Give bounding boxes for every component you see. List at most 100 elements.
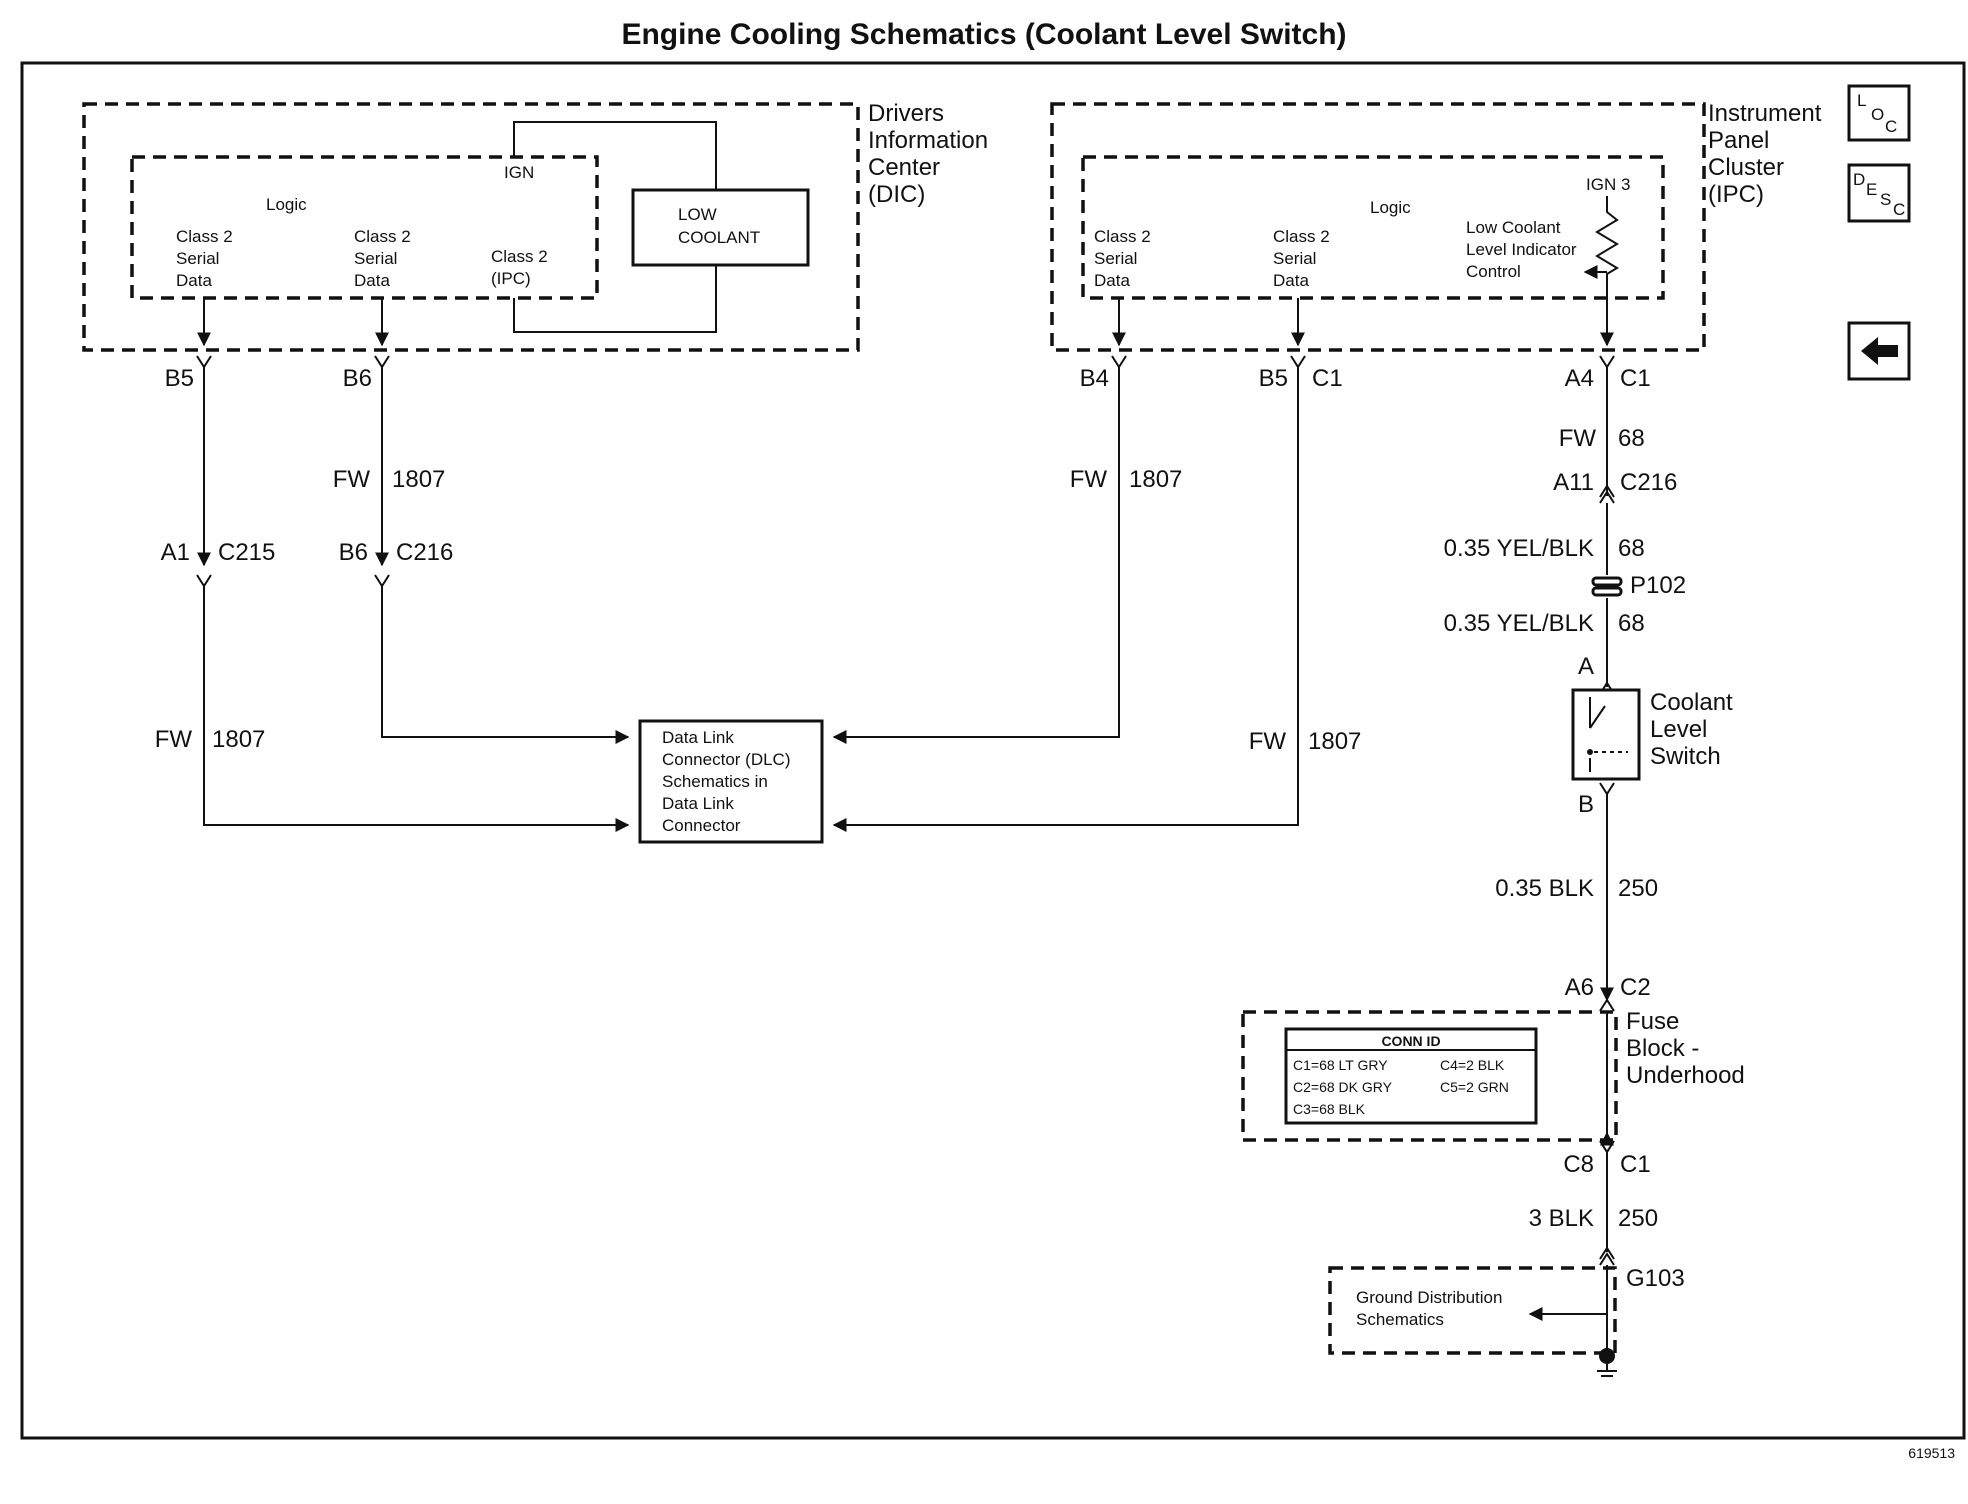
- ipc-b4-wire: B4 FW 1807: [832, 298, 1182, 744]
- fuse-ground-wire: C8 C1 3 BLK 250: [1529, 1131, 1658, 1266]
- p102-splice: [1591, 576, 1623, 587]
- resistor-symbol: [1595, 196, 1619, 298]
- ground-label-line-1: Ground Distribution: [1356, 1288, 1502, 1307]
- ipc-outer-box: [1050, 102, 1706, 352]
- low-coolant-line-1: LOW: [678, 205, 717, 224]
- dic-col3-line-1: Class 2: [491, 247, 548, 266]
- dic-col3-line-2: (IPC): [491, 269, 531, 288]
- ipc-col1-line-1: Class 2: [1094, 227, 1151, 246]
- ipc-name-line-1: Instrument: [1708, 100, 1822, 127]
- dic-name-line-2: Information: [868, 127, 988, 154]
- dic-b6-wire-color: FW: [333, 466, 371, 493]
- c215-name: C215: [218, 539, 275, 566]
- dic-lower-wire-color: FW: [155, 726, 193, 753]
- conn-id-row2-col2: C5=2 GRN: [1440, 1079, 1509, 1095]
- ipc-col2-line-2: Serial: [1273, 249, 1316, 268]
- dic-outer-box: [82, 102, 860, 352]
- ipc-col2-line-3: Data: [1273, 271, 1309, 290]
- dic-logic-label: Logic: [266, 195, 307, 214]
- dlc-line-2: Connector (DLC): [662, 750, 791, 769]
- ipc-name-line-2: Panel: [1708, 127, 1769, 154]
- desc-letter-s: S: [1880, 190, 1891, 209]
- p102-upper-wire-color: 0.35 YEL/BLK: [1444, 535, 1594, 562]
- ipc-indicator-line-2: Level Indicator: [1466, 240, 1577, 259]
- dic-ign-label: IGN: [504, 163, 534, 182]
- switch-name-line-1: Coolant: [1650, 689, 1733, 716]
- dic-name-line-3: Center: [868, 154, 940, 181]
- conn-id-title: CONN ID: [1381, 1033, 1440, 1049]
- ipc-a4-wire-color: FW: [1559, 425, 1597, 452]
- ipc-b5-wire: B5 C1 FW 1807: [832, 298, 1361, 832]
- fuse-c1-pin: C8: [1563, 1151, 1594, 1178]
- dic-name-line-4: (DIC): [868, 181, 925, 208]
- dic-module: Drivers Information Center (DIC) Logic I…: [82, 100, 988, 352]
- fuse-block-line-1: Fuse: [1626, 1008, 1679, 1035]
- dic-lower-wire-circuit: 1807: [212, 726, 265, 753]
- coolant-level-switch: Coolant Level Switch: [1571, 688, 1733, 781]
- switch-name-line-2: Level: [1650, 716, 1707, 743]
- ipc-indicator-line-3: Control: [1466, 262, 1521, 281]
- fuse-c1-name: C1: [1620, 1151, 1651, 1178]
- loc-letter-c: C: [1885, 117, 1897, 136]
- ipc-name-line-3: Cluster: [1708, 154, 1784, 181]
- c216-ipc-pin: A11: [1553, 469, 1594, 496]
- dlc-line-1: Data Link: [662, 728, 734, 747]
- ipc-col1-line-3: Data: [1094, 271, 1130, 290]
- p102-upper-wire-circuit: 68: [1618, 535, 1645, 562]
- fuse-ground-wire-color: 3 BLK: [1529, 1205, 1594, 1232]
- dic-pin-b5: B5: [165, 365, 194, 392]
- loc-letter-o: O: [1871, 105, 1884, 124]
- dic-b6-wire-circuit: 1807: [392, 466, 445, 493]
- switch-name-line-3: Switch: [1650, 743, 1721, 770]
- loc-letter-l: L: [1857, 91, 1866, 110]
- back-button[interactable]: [1847, 321, 1911, 381]
- diagram-frame: [20, 61, 1966, 1440]
- dic-logic-box: [130, 155, 599, 300]
- low-coolant-line-2: COOLANT: [678, 228, 760, 247]
- ground-name: G103: [1626, 1265, 1685, 1292]
- desc-button[interactable]: D E S C: [1847, 163, 1911, 223]
- dic-col2-line-1: Class 2: [354, 227, 411, 246]
- ipc-name-line-4: (IPC): [1708, 181, 1764, 208]
- ipc-module: Instrument Panel Cluster (IPC) Logic Cla…: [1050, 100, 1822, 352]
- ipc-a4-wire-circuit: 68: [1618, 425, 1645, 452]
- dlc-line-4: Data Link: [662, 794, 734, 813]
- fuse-c2-pin: A6: [1565, 974, 1594, 1001]
- ipc-pin-a4: A4: [1565, 365, 1594, 392]
- conn-id-row1-col1: C1=68 LT GRY: [1293, 1057, 1388, 1073]
- dlc-line-3: Schematics in: [662, 772, 768, 791]
- fuse-c2-name: C2: [1620, 974, 1651, 1001]
- ipc-col1-line-2: Serial: [1094, 249, 1137, 268]
- conn-id-row3-col1: C3=68 BLK: [1293, 1101, 1366, 1117]
- p102-lower-wire-circuit: 68: [1618, 610, 1645, 637]
- switch-pin-b: B: [1578, 791, 1594, 818]
- ipc-a4-wire: FW 68 A4 C1 A11 C216 0.35 YEL/BLK 68 P10…: [1444, 298, 1686, 695]
- switch-ground-wire: B 0.35 BLK 250 A6 C2: [1495, 782, 1658, 1012]
- ipc-indicator-line-1: Low Coolant: [1466, 218, 1561, 237]
- c216-dic-pin: B6: [339, 539, 368, 566]
- ipc-ign3-label: IGN 3: [1586, 175, 1630, 194]
- dic-col1-line-3: Data: [176, 271, 212, 290]
- conn-id-row1-col2: C4=2 BLK: [1440, 1057, 1505, 1073]
- desc-letter-d: D: [1853, 170, 1865, 189]
- ipc-logic-label: Logic: [1370, 198, 1411, 217]
- dic-b5-wire: B5 A1 C215 FW 1807: [155, 298, 630, 832]
- ipc-conn-a4: C1: [1620, 365, 1651, 392]
- dic-col1-line-2: Serial: [176, 249, 219, 268]
- ipc-b5-wire-circuit: 1807: [1308, 728, 1361, 755]
- fuse-block-line-3: Underhood: [1626, 1062, 1745, 1089]
- dic-col2-line-3: Data: [354, 271, 390, 290]
- conn-id-row2-col1: C2=68 DK GRY: [1293, 1079, 1393, 1095]
- ipc-b4-wire-circuit: 1807: [1129, 466, 1182, 493]
- ground-label-line-2: Schematics: [1356, 1310, 1444, 1329]
- conn-id-table: CONN ID C1=68 LT GRY C4=2 BLK C2=68 DK G…: [1284, 1027, 1538, 1125]
- dlc-box: Data Link Connector (DLC) Schematics in …: [638, 719, 824, 844]
- loc-button[interactable]: L O C: [1847, 84, 1911, 142]
- p102-label: P102: [1630, 572, 1686, 599]
- ground-g103: Ground Distribution Schematics G103: [1328, 1265, 1685, 1377]
- switch-ground-wire-color: 0.35 BLK: [1495, 875, 1594, 902]
- switch-pin-a: A: [1578, 653, 1594, 680]
- fuse-ground-wire-circuit: 250: [1618, 1205, 1658, 1232]
- ipc-logic-box: [1081, 155, 1665, 300]
